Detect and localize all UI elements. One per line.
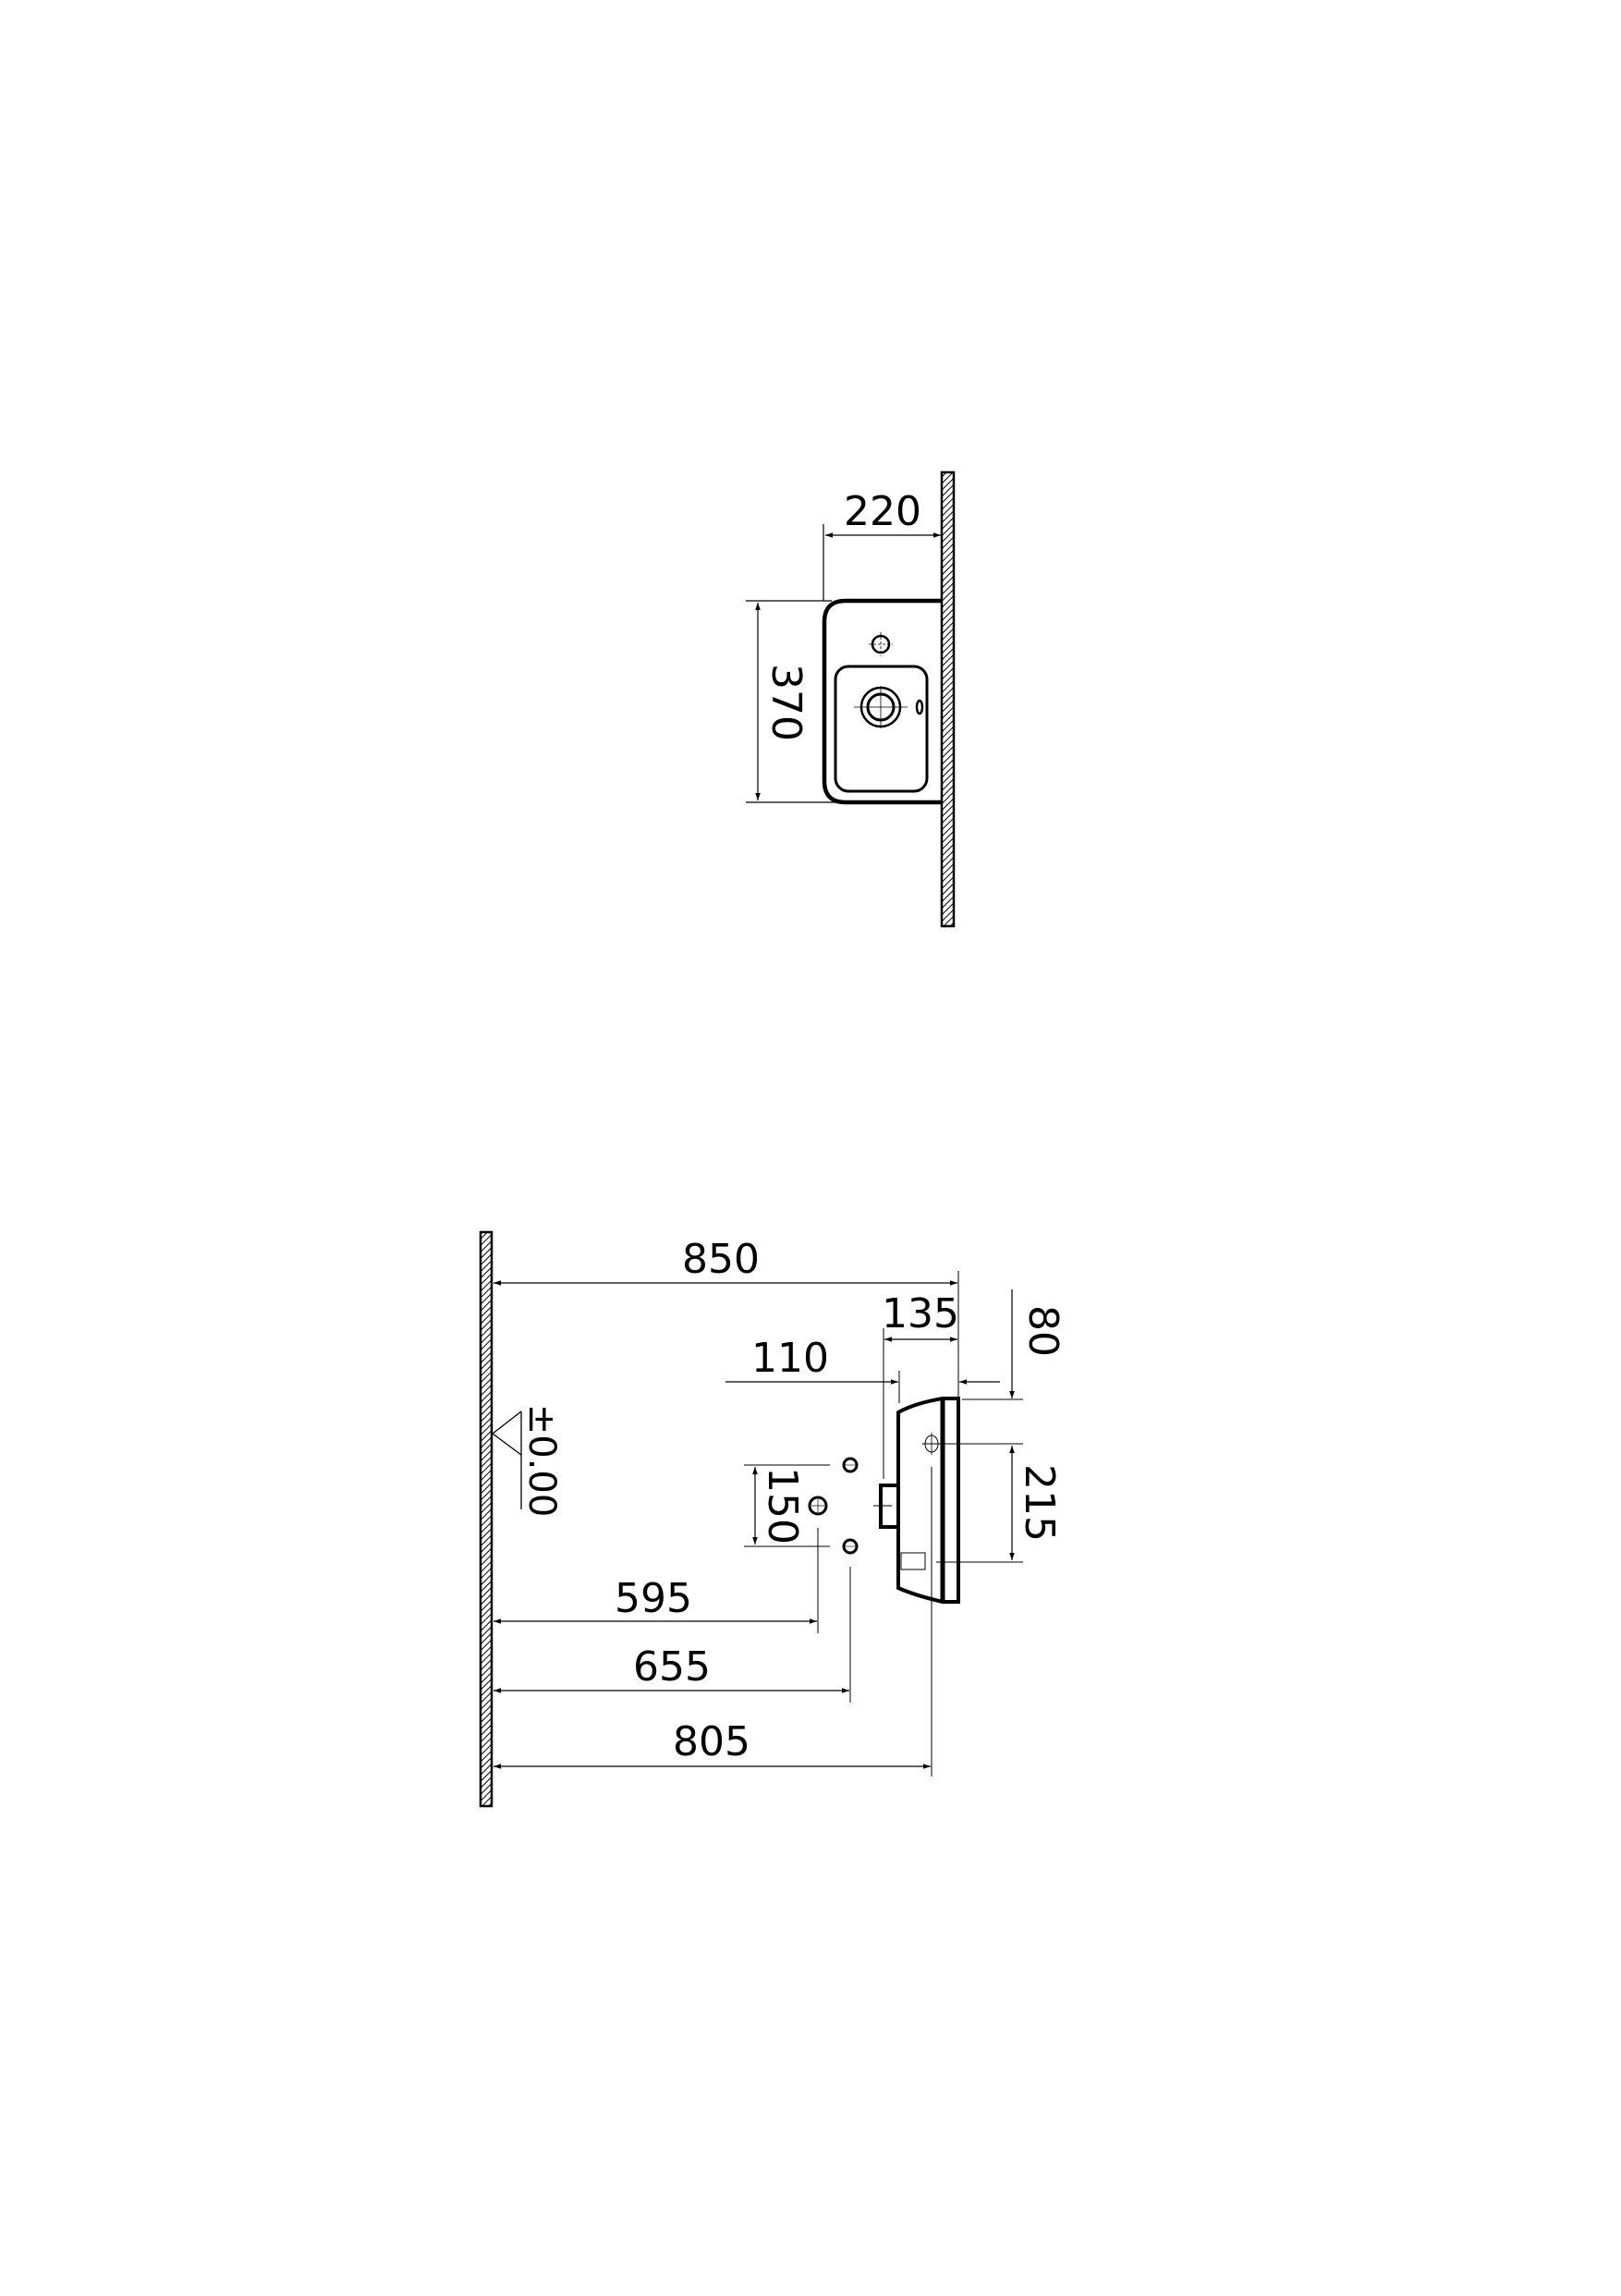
dimension-label-370: 370 [762, 664, 810, 741]
dimension-label-655: 655 [633, 1643, 711, 1691]
basin-bowl [834, 665, 929, 793]
wall-section-side [479, 1230, 494, 1808]
overflow-slot-icon [915, 699, 924, 715]
dimension-label-805: 805 [673, 1718, 750, 1765]
dimension-projection: 220 [823, 488, 941, 601]
dimension-rim-height: 850 [494, 1236, 959, 1398]
datum-label: ±0.00 [520, 1404, 563, 1518]
dimension-label-850: 850 [682, 1236, 760, 1283]
dimension-label-80: 80 [1019, 1305, 1066, 1357]
wall-section-top [940, 470, 956, 928]
top-view: 220 370 [746, 470, 956, 928]
basin-side-profile [873, 1397, 960, 1604]
drain-icon [854, 686, 908, 728]
supply-point-lower-icon [842, 1538, 859, 1555]
dimension-label-220: 220 [844, 488, 921, 535]
dimension-lower-supply-height: 595 [494, 1575, 817, 1624]
waste-point-icon [808, 1496, 828, 1516]
basin-outline [822, 598, 942, 805]
dimension-rim-to-tap: 80 [959, 1289, 1066, 1400]
side-view: ±0.00 [479, 1230, 1066, 1808]
tap-hole-icon [869, 632, 893, 656]
supply-point-upper-icon [842, 1457, 859, 1473]
dimension-label-110: 110 [751, 1335, 829, 1382]
dimension-fixing-height: 805 [494, 1718, 931, 1769]
dimension-label-150: 150 [759, 1467, 806, 1545]
dimension-label-215: 215 [1016, 1464, 1063, 1542]
dimension-basin-depth: 135 [882, 1290, 959, 1479]
dimension-label-595: 595 [615, 1575, 692, 1622]
dimension-waste-height: 655 [494, 1643, 849, 1693]
datum-marker: ±0.00 [492, 1404, 563, 1518]
dimension-waste-offset: 110 [725, 1335, 900, 1403]
dimension-width: 370 [746, 600, 846, 803]
dimension-label-135: 135 [882, 1290, 959, 1337]
dimension-supply-spacing: 150 [744, 1464, 830, 1547]
dimension-fixing-spacing: 215 [936, 1443, 1063, 1563]
